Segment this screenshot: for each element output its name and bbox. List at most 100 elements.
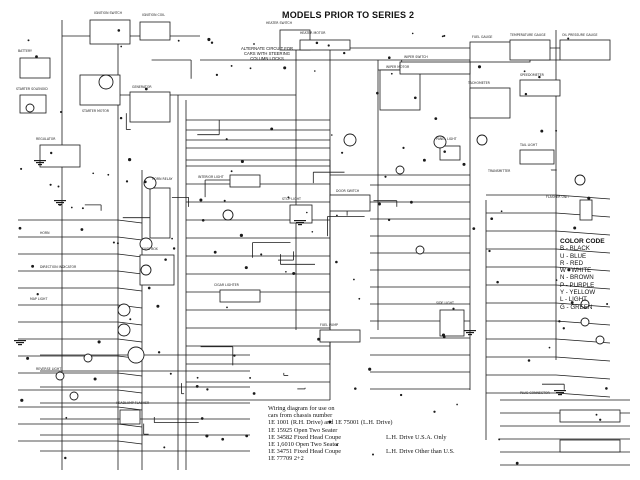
component-box [139,21,171,41]
terminal-dot [233,354,236,357]
terminal-dot [128,158,132,162]
terminal-dot [31,264,35,268]
terminal-dot [253,43,255,45]
terminal-dot [252,392,256,395]
terminal-dot [260,253,263,256]
terminal-dot [177,39,180,42]
component-box [19,57,51,79]
terminal-dot [587,196,591,200]
component-label: FLASHER UNIT [546,195,570,199]
terminal-dot [570,301,574,304]
component-boxes [19,19,621,453]
terminal-dot [92,172,95,175]
terminal-dot [562,327,565,330]
terminal-dot [207,37,211,42]
component-box [399,61,471,75]
lamp-symbol [25,103,35,113]
component-label: PLUG CONNECTOR [520,391,550,395]
color-code-entry: U - BLUE [560,252,587,260]
terminal-dot [129,318,132,321]
component-label: DIRECTION INDICATOR [40,265,77,269]
terminal-dot [245,434,249,438]
terminal-dot [456,403,458,406]
terminal-dot [143,180,147,184]
terminal-dot [527,359,531,362]
component-label: FUEL PUMP [320,323,338,327]
terminal-dot [496,280,499,284]
terminal-dot [606,303,609,305]
component-label: SIDE LIGHT [436,301,454,305]
terminal-dot [249,376,252,379]
terminal-dot [422,158,426,162]
terminal-dot [558,320,561,323]
component-box [559,39,611,61]
chassis-line: cars from chassis number [268,412,333,420]
terminal-dot [411,32,414,35]
terminal-dot [35,55,38,59]
terminal-dot [49,183,52,186]
component-box [149,187,171,239]
ground-symbol [468,334,472,336]
lamp-symbol [580,317,590,327]
terminal-dot [213,250,217,254]
terminal-dot [317,337,321,341]
terminal-dot [378,202,381,206]
terminal-dot [226,306,228,309]
terminal-dot [515,461,519,465]
component-label: BATTERY [18,49,32,53]
terminal-dot [305,211,308,214]
component-box [519,149,555,165]
terminal-dot [315,41,319,45]
terminal-dot [472,227,476,230]
ground-symbol [294,220,306,222]
wire [117,423,143,428]
terminal-dot [107,173,110,176]
alternate-circuit-line: COLUMN LOCKS [250,56,284,62]
terminal-dot [371,453,375,456]
terminal-dot [343,51,346,55]
terminal-dot [80,228,84,231]
terminal-dot [285,270,287,273]
lamp-symbol [140,264,152,276]
terminal-dot [97,340,101,344]
terminal-dot [163,446,166,449]
terminal-dot [57,185,60,188]
terminal-dot [331,134,333,136]
terminal-dot [156,304,160,308]
wire [117,321,143,326]
terminal-dot [358,297,361,300]
component-box [119,409,141,425]
wire [555,374,611,380]
terminal-dot [244,266,248,270]
terminal-dot [59,110,63,114]
component-box [559,409,621,423]
color-code-entry: P - PURPLE [560,281,595,289]
terminal-dot [93,377,97,381]
ground-symbol [18,344,22,346]
terminal-dot [390,72,393,75]
terminal-dot [524,92,528,96]
terminal-dot [335,260,338,264]
component-label: WIPER MOTOR [386,65,410,69]
ground-symbol [38,164,42,166]
terminal-dot [354,387,357,390]
component-label: STARTER MOTOR [82,109,110,113]
chassis-line: 1E 1,6010 Open Two Seater [268,441,339,449]
terminal-dot [230,64,233,67]
terminal-dot [147,286,151,290]
terminal-dot [488,249,491,253]
lamp-symbol [222,209,234,221]
component-label: TAIL LIGHT [520,143,538,147]
ground-symbol [36,162,44,164]
wire [555,392,611,398]
terminal-dot [20,167,23,170]
component-label: CIGAR LIGHTER [214,283,239,287]
lamp-symbol [139,237,153,251]
component-label: DOOR SWITCH [336,189,360,193]
terminal-dot [548,346,551,349]
component-box [319,329,361,343]
terminal-dot [573,226,577,230]
component-box [129,91,171,123]
component-box [329,194,371,212]
component-box [509,39,551,61]
